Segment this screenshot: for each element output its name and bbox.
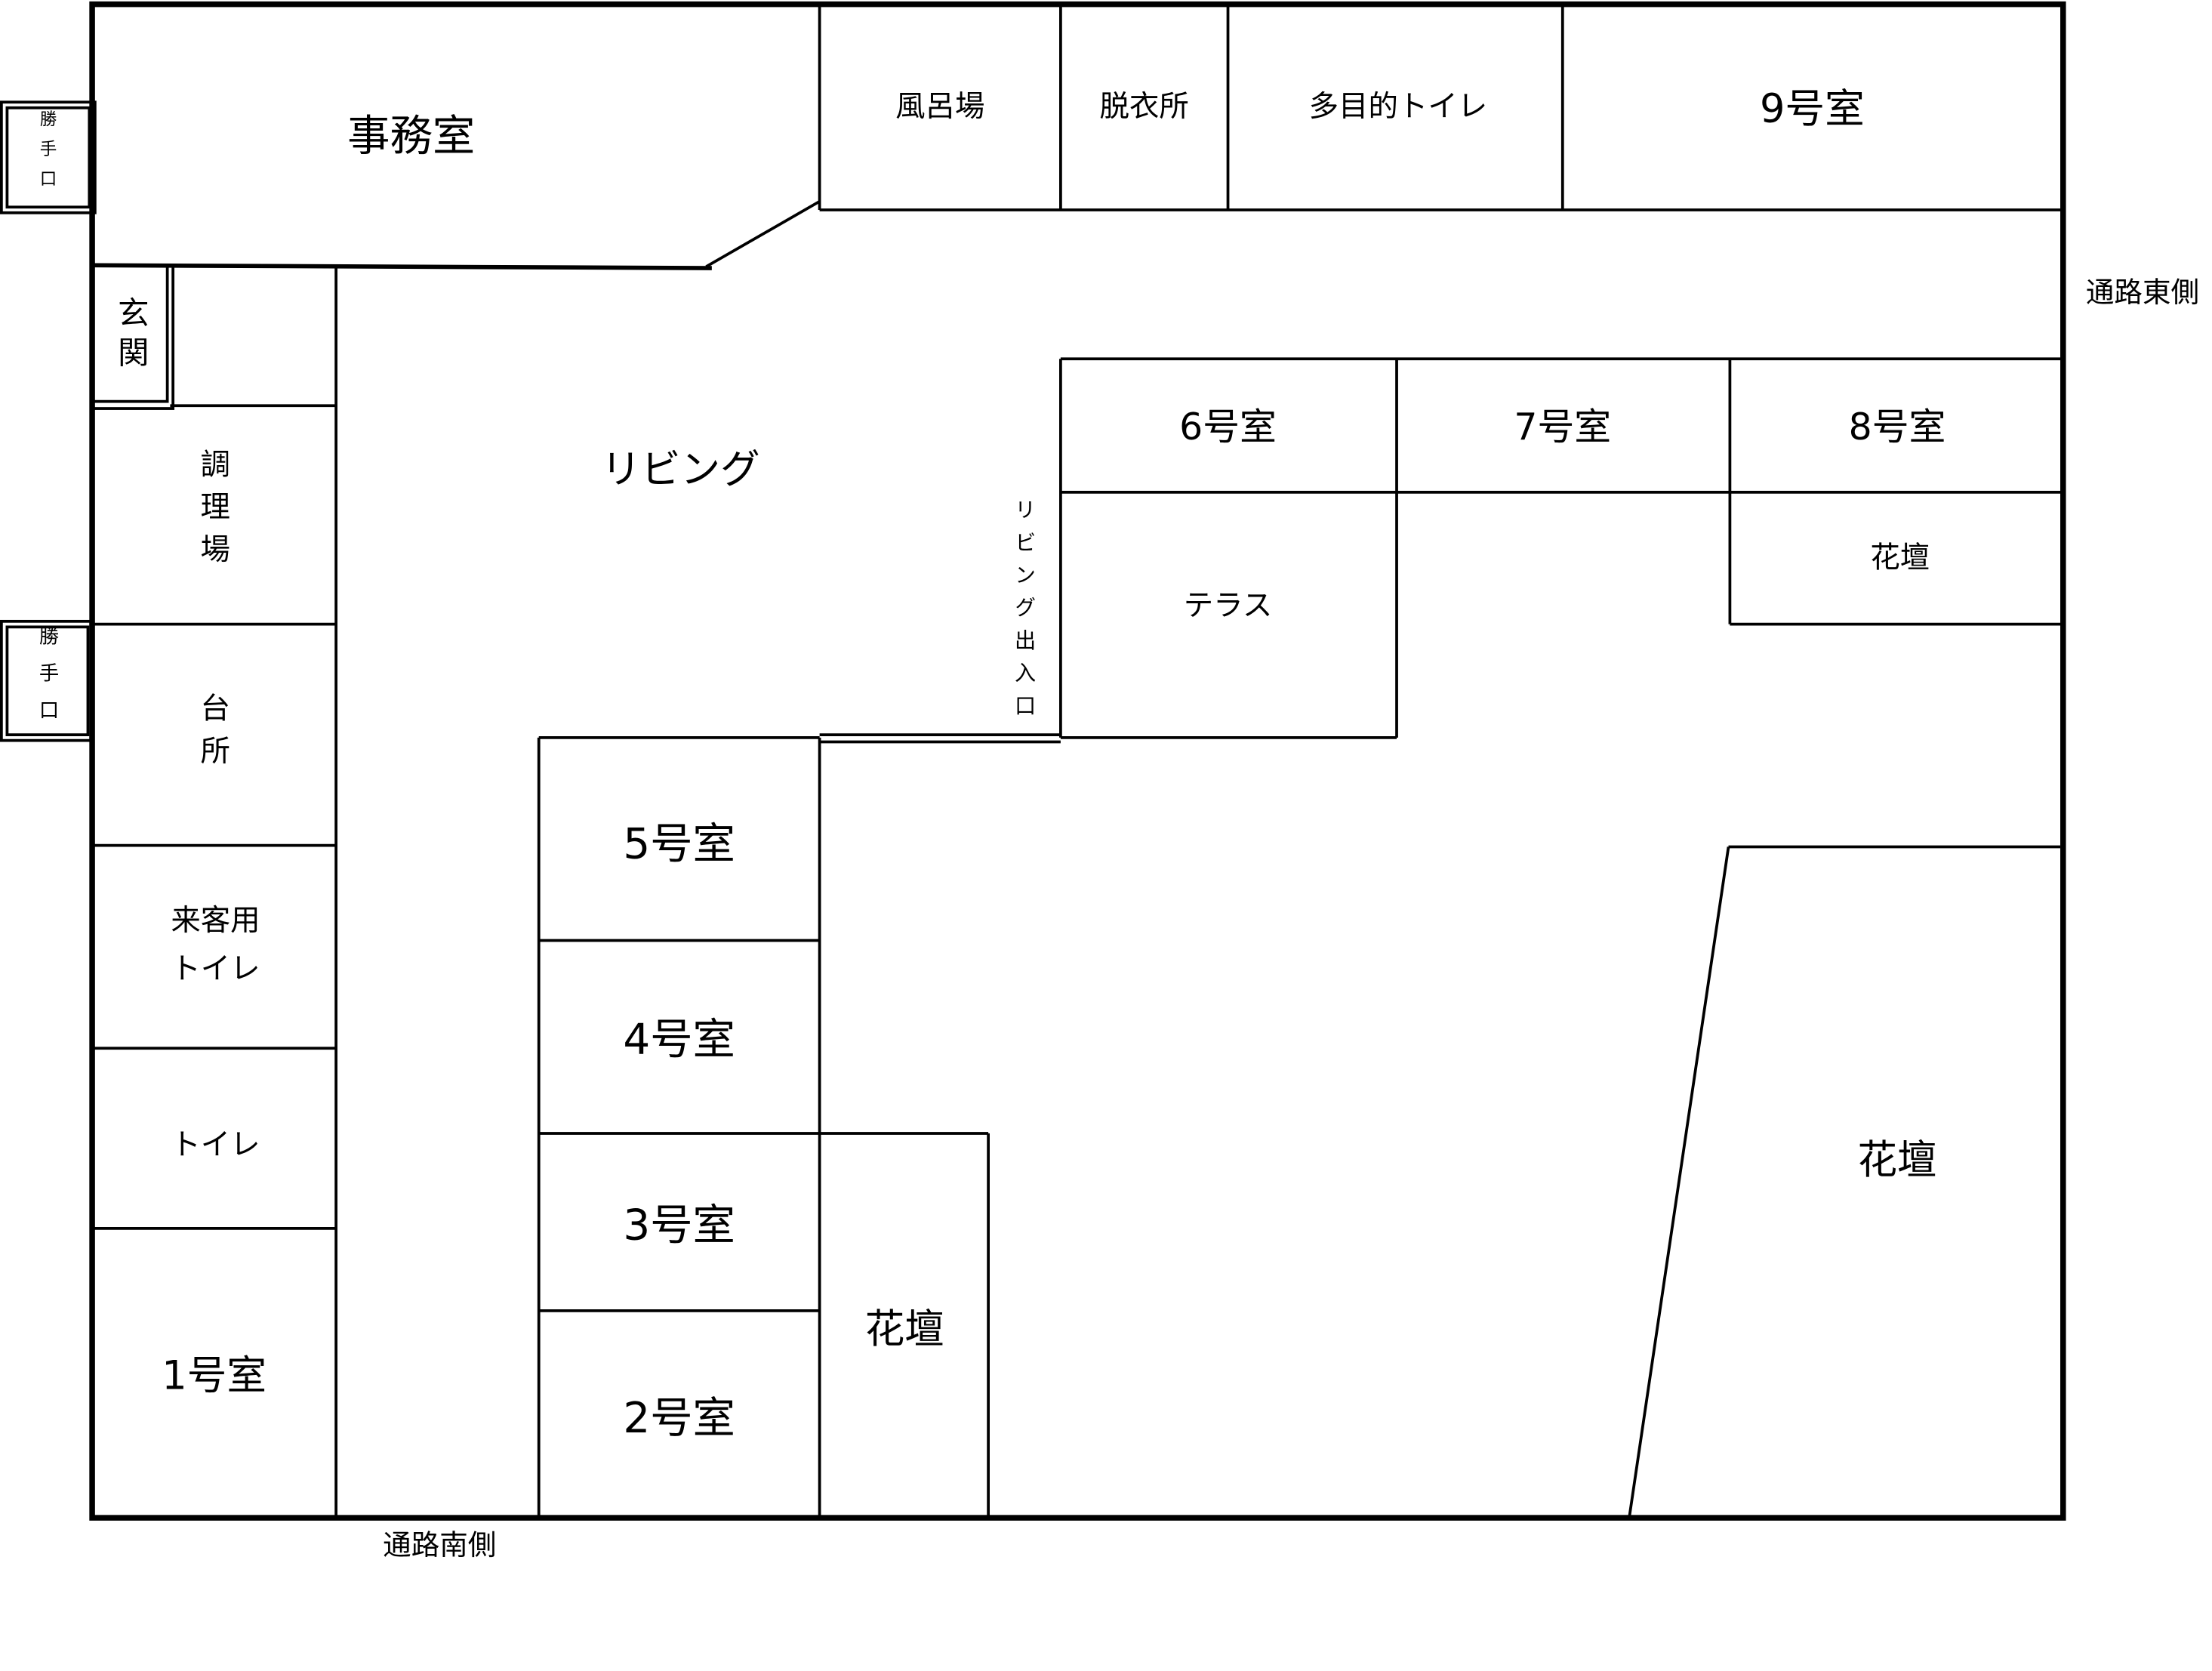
labels: 事務室 風呂場 脱衣所 多目的トイレ 9号室 玄関 リビング 調理場 台所 来客… — [35, 86, 2199, 1562]
back-door-mid-outer — [0, 619, 93, 742]
room-9[interactable]: 9号室 — [1760, 86, 1865, 132]
walls — [0, 1, 2066, 1521]
wall — [705, 200, 821, 268]
room-5[interactable]: 5号室 — [623, 819, 735, 868]
room-2[interactable]: 2号室 — [623, 1394, 735, 1443]
room-kitchen[interactable]: 台所 — [196, 692, 230, 778]
living-exit[interactable]: リビング出入口 — [1012, 498, 1037, 726]
back-door-mid[interactable]: 勝手口 — [35, 625, 58, 736]
street-east: 通路東側 — [2086, 276, 2199, 309]
flowerbed-small[interactable]: 花壇 — [865, 1306, 944, 1352]
room-entrance[interactable]: 玄関 — [112, 297, 149, 376]
room-office[interactable]: 事務室 — [347, 112, 475, 161]
room-living[interactable]: リビング — [601, 446, 759, 492]
outer-wall — [89, 1, 2066, 1521]
room-cooking[interactable]: 調理場 — [196, 449, 230, 576]
room-4[interactable]: 4号室 — [623, 1016, 735, 1065]
flowerbed-large[interactable]: 花壇 — [1857, 1137, 1936, 1183]
room-guest-toilet-line2[interactable]: トイレ — [171, 951, 260, 986]
room-terrace[interactable]: テラス — [1184, 588, 1273, 623]
room-7[interactable]: 7号室 — [1514, 405, 1611, 449]
room-6[interactable]: 6号室 — [1179, 405, 1277, 449]
entrance-box-outer — [91, 264, 175, 410]
back-door-top-outer — [0, 100, 97, 214]
room-8[interactable]: 8号室 — [1849, 405, 1946, 449]
street-south: 通路南側 — [383, 1528, 496, 1562]
room-1[interactable]: 1号室 — [162, 1353, 266, 1399]
wall — [1628, 846, 1730, 1518]
room-bath[interactable]: 風呂場 — [895, 89, 984, 124]
room-3[interactable]: 3号室 — [623, 1201, 735, 1250]
room-dressing[interactable]: 脱衣所 — [1100, 89, 1189, 124]
room-toilet[interactable]: トイレ — [171, 1127, 260, 1162]
back-door-top[interactable]: 勝手口 — [37, 109, 57, 199]
room-guest-toilet-line1[interactable]: 来客用 — [171, 903, 260, 938]
back-door-top-inner — [5, 106, 91, 209]
back-door-mid-inner — [5, 625, 90, 736]
flowerbed-ne[interactable]: 花壇 — [1870, 540, 1930, 575]
room-multipurpose-toilet[interactable]: 多目的トイレ — [1309, 89, 1488, 124]
wall — [92, 263, 712, 270]
